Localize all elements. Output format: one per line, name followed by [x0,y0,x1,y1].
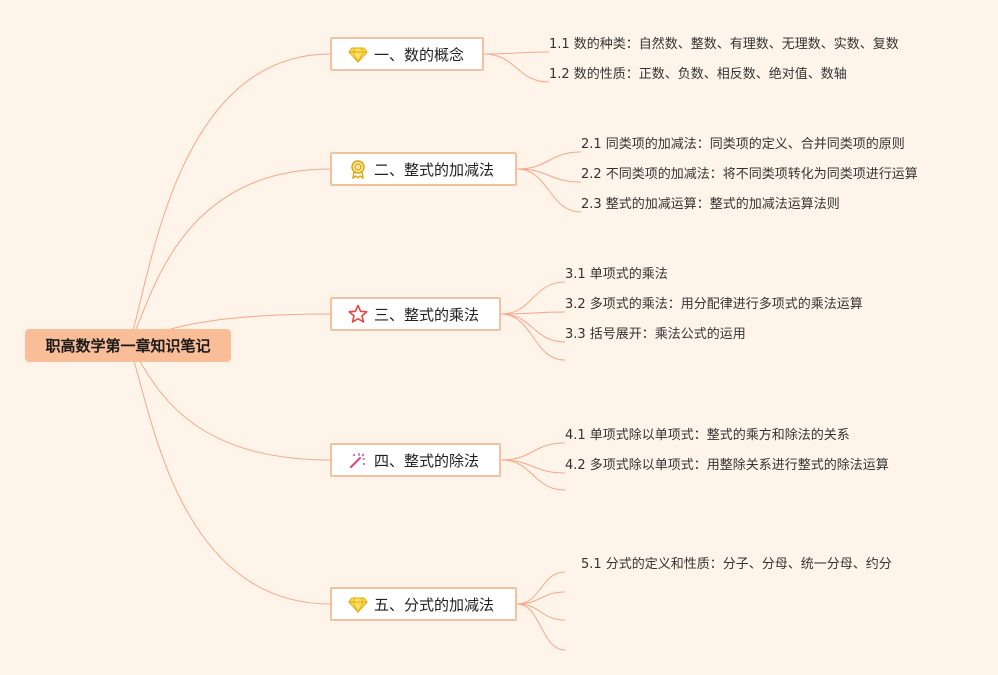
subtopic-1-2[interactable]: 1.2 数的性质：正数、负数、相反数、绝对值、数轴 [549,67,847,82]
subtopic-connector-5-4 [516,603,566,651]
root-connector-1 [127,53,331,346]
subtopic-connector-2-1 [516,151,582,170]
subtopic-1-1[interactable]: 1.1 数的种类：自然数、整数、有理数、无理数、实数、复数 [549,37,899,52]
topic-5-label: 五、分式的加减法 [374,595,495,614]
subtopic-2-3[interactable]: 2.3 整式的加减运算：整式的加减法运算法则 [581,197,840,212]
medal-icon [348,159,368,179]
root-node[interactable]: 职高数学第一章知识笔记 [25,329,231,362]
topic-3[interactable]: 三、整式的乘法 [330,297,501,331]
subtopic-connector-4-2 [500,459,566,474]
root-connector-2 [127,168,331,346]
subtopic-connector-2-3 [516,168,582,213]
subtopic-connector-4-3 [500,459,566,491]
topic-1-label: 一、数的概念 [374,45,465,64]
subtopic-3-2[interactable]: 3.2 多项式的乘法：用分配律进行多项式的乘法运算 [565,297,863,312]
star-icon [348,304,368,324]
topic-2[interactable]: 二、整式的加减法 [330,152,517,186]
subtopic-connector-2-2 [516,168,582,183]
subtopic-4-2[interactable]: 4.2 多项式除以单项式：用整除关系进行整式的除法运算 [565,458,889,473]
topic-1[interactable]: 一、数的概念 [330,37,484,71]
subtopic-3-3[interactable]: 3.3 括号展开：乘法公式的运用 [565,327,746,342]
magic-wand-icon [348,450,368,470]
subtopic-2-1[interactable]: 2.1 同类项的加减法：同类项的定义、合并同类项的原则 [581,137,905,152]
subtopic-connector-4-1 [500,442,566,461]
subtopic-3-1[interactable]: 3.1 单项式的乘法 [565,267,668,282]
subtopic-4-1[interactable]: 4.1 单项式除以单项式：整式的乘方和除法的关系 [565,428,850,443]
subtopic-connector-3-3 [500,313,566,343]
subtopic-5-1[interactable]: 5.1 分式的定义和性质：分子、分母、统一分母、约分 [581,557,892,572]
root-connector-5 [127,344,331,605]
subtopic-connector-5-1 [516,571,566,605]
topic-4[interactable]: 四、整式的除法 [330,443,501,477]
subtopic-2-2[interactable]: 2.2 不同类项的加减法：将不同类项转化为同类项进行运算 [581,167,918,182]
topic-2-label: 二、整式的加减法 [374,160,495,179]
diamond-icon [348,594,368,614]
subtopic-connector-1-2 [483,53,550,83]
subtopic-connector-5-2 [516,591,566,605]
topic-3-label: 三、整式的乘法 [374,305,480,324]
root-connector-4 [127,344,331,461]
subtopic-connector-1-1 [483,51,550,55]
subtopic-connector-3-4 [500,313,566,361]
diamond-icon [348,44,368,64]
topic-4-label: 四、整式的除法 [374,451,480,470]
subtopic-connector-3-2 [500,311,566,315]
subtopic-connector-5-3 [516,603,566,621]
subtopic-connector-3-1 [500,281,566,315]
root-label: 职高数学第一章知识笔记 [45,337,211,355]
topic-5[interactable]: 五、分式的加减法 [330,587,517,621]
